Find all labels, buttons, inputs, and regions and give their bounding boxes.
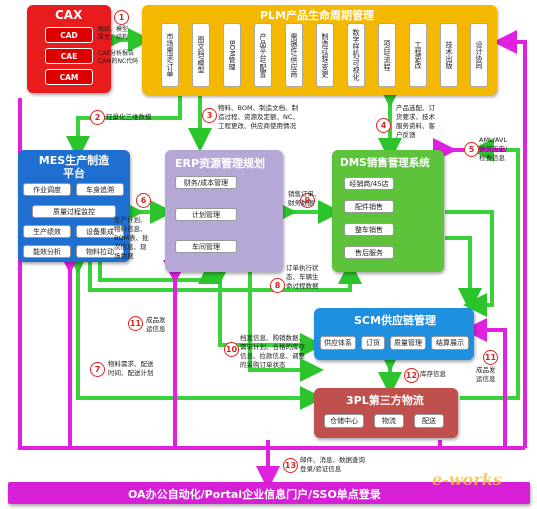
flow-label-cax-plm: 图纸、模型 属性、结构 CAE分析报告 CAM的NC代码 [98, 26, 139, 65]
mes-item[interactable]: 车身追溯 [76, 183, 124, 196]
flow-label-plm-scm: AML/AVL 供货历史/ 检查信息 [479, 136, 508, 162]
plm-item[interactable]: 图文档/模型 [192, 23, 210, 87]
flow-label-erp-dms: 销售订单、 财务数据 [288, 190, 321, 207]
scm-item[interactable]: 订货 [361, 336, 385, 350]
step-badge: 10 [224, 342, 239, 357]
plm-item[interactable]: 技术出版 [440, 23, 458, 87]
flow-label-inventory: 库存信息 [420, 370, 446, 378]
flow-label-mes-3pl: 物料需求、配送 时间、配送计划 [108, 360, 154, 377]
erp-item[interactable]: 财务/成本管理 [175, 176, 237, 189]
erp-item[interactable]: 计划管理 [175, 208, 237, 221]
mes-panel: MES生产制造平台 作业调度 车身追溯 质量过程监控 生产绩效 设备集成 能效分… [18, 150, 130, 262]
plm-item[interactable]: 数字样机/可视化 [347, 23, 365, 87]
erp-item[interactable]: 车间管理 [175, 240, 237, 253]
mes-item[interactable]: 作业调度 [23, 183, 71, 196]
step-badge: 13 [283, 458, 298, 473]
plm-title: PLM产品生命周期管理 [260, 9, 375, 22]
dms-item[interactable]: 配件销售 [344, 200, 394, 213]
plm-item[interactable]: 工程更改 [409, 23, 427, 87]
mes-item[interactable]: 质量过程监控 [32, 205, 116, 218]
mes-item[interactable]: 能效分析 [23, 245, 71, 258]
mes-item[interactable]: 生产绩效 [23, 225, 71, 238]
plm-item[interactable]: 市场需求/订单 [161, 23, 179, 87]
dms-item[interactable]: 经销商/4S店 [344, 177, 394, 190]
plm-item[interactable]: 需据件/供应商 [285, 23, 303, 87]
tpl-item[interactable]: 物流 [374, 414, 404, 428]
mes-item[interactable]: 物料拉动 [76, 245, 124, 258]
step-badge: 5 [464, 142, 479, 157]
dms-item[interactable]: 售后服务 [344, 246, 394, 259]
erp-title: ERP资源管理规划 [175, 157, 266, 170]
flow-label-plm-dms: 产品选配、订 货要求、技术 服务资料、客 户反馈 [396, 104, 435, 139]
step-badge: 3 [202, 108, 217, 123]
oa-title: OA办公自动化/Portal企业信息门户/SSO单点登录 [128, 488, 381, 501]
step-badge: 11 [483, 350, 498, 365]
scm-title: SCM供应链管理 [354, 314, 436, 327]
step-badge: 4 [376, 118, 391, 133]
step-badge: 7 [90, 362, 105, 377]
dms-title: DMS销售管理系统 [340, 157, 430, 169]
step-badge: 2 [90, 110, 105, 125]
tpl-item[interactable]: 配送 [414, 414, 444, 428]
step-badge: 1 [114, 10, 129, 25]
tpl-panel: 3PL第三方物流 仓储中心 物流 配送 [314, 388, 458, 438]
dms-panel: DMS销售管理系统 经销商/4S店 配件销售 整车销售 售后服务 [332, 150, 444, 272]
plm-panel: PLM产品生命周期管理 市场需求/订单 图文档/模型 BOM管理 产品平台/配置… [142, 5, 497, 95]
scm-item[interactable]: 质量管理 [390, 336, 426, 350]
cax-title: CAX [55, 8, 83, 22]
cax-panel: CAX CAD CAE CAM [27, 5, 111, 93]
step-badge: 9 [300, 193, 315, 208]
plm-item[interactable]: 制造过程/变更 [316, 23, 334, 87]
dms-item[interactable]: 整车销售 [344, 223, 394, 236]
plm-item[interactable]: 设计协同 [470, 23, 488, 87]
plm-item[interactable]: 项目/流程 [378, 23, 396, 87]
step-badge: 6 [136, 193, 151, 208]
cax-item-cae[interactable]: CAE [45, 48, 93, 64]
step-badge: 8 [270, 278, 285, 293]
flow-label-shipping: 成品发 运信息 [146, 316, 166, 333]
tpl-item[interactable]: 仓储中心 [324, 414, 364, 428]
flow-label-shipping-2: 成品发 运信息 [476, 366, 496, 383]
watermark-logo: e-works [432, 470, 502, 489]
mes-item[interactable]: 设备集成 [76, 225, 124, 238]
flow-label-erp-scm: 档案信息、购销数据、 需求计划、合格的库存 信息、拉款信息、调整 的采购订单状态 [240, 334, 305, 369]
flow-label-plm-erp: 物料、BOM、制造文档、制 造过程、资源及定额、NC、 工程更改、供应商使用情况 [218, 104, 299, 130]
flow-label-plm-mes: 轻量化三维数模 [106, 113, 152, 121]
oa-bar: OA办公自动化/Portal企业信息门户/SSO单点登录 [8, 482, 530, 504]
cax-item-cad[interactable]: CAD [45, 27, 93, 43]
plm-item[interactable]: BOM管理 [223, 23, 241, 87]
scm-item[interactable]: 结算展示 [431, 336, 469, 350]
cax-item-cam[interactable]: CAM [45, 69, 93, 85]
flow-label-dms-status: 订单执行状 态、车辆生 命过程数据 [286, 264, 319, 290]
mes-title: MES生产制造平台 [38, 154, 110, 180]
plm-item[interactable]: 产品平台/配置 [254, 23, 272, 87]
flow-label-oa: 邮件、消息、数据查询 登录/验证信息 [300, 456, 365, 473]
flow-label-mes-erp: 生产计划、 物料信息、 BOM表、批 次信息、现 场数据 [114, 216, 149, 260]
scm-panel: SCM供应链管理 供应体系 订货 质量管理 结算展示 [314, 308, 474, 360]
scm-item[interactable]: 供应体系 [320, 336, 356, 350]
step-badge: 11 [128, 316, 143, 331]
step-badge: 12 [404, 368, 419, 383]
erp-panel: ERP资源管理规划 财务/成本管理 计划管理 车间管理 [165, 150, 283, 272]
tpl-title: 3PL第三方物流 [346, 394, 424, 407]
